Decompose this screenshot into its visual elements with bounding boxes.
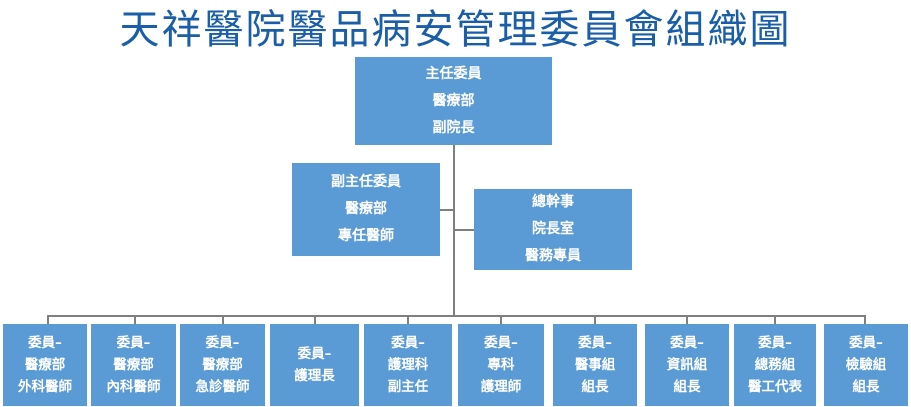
chair-department: 醫療部: [432, 92, 475, 109]
connector-member-drop: [594, 315, 596, 325]
connector-member-drop: [407, 315, 409, 325]
chair-role: 主任委員: [425, 65, 482, 82]
connector-member-drop: [500, 315, 502, 325]
member-box-surgeon: 委員– 醫療部 外科醫師: [3, 324, 87, 406]
vice-chair-role: 副主任委員: [331, 174, 401, 190]
connector-member-drop: [774, 315, 776, 325]
chair-title: 副院長: [432, 119, 475, 136]
member-department: 醫療部: [24, 357, 66, 373]
member-department: 醫事組: [574, 357, 616, 373]
secretary-title: 醫務專員: [525, 248, 581, 264]
member-title: 護理長: [294, 368, 335, 384]
member-box-general-affairs: 委員– 總務組 醫工代表: [734, 324, 816, 406]
member-department: 醫療部: [202, 357, 243, 373]
member-box-emergency: 委員– 醫療部 急診醫師: [180, 324, 265, 406]
member-department: 資訊組: [666, 357, 708, 373]
member-box-information: 委員– 資訊組 組長: [645, 324, 729, 406]
member-role: 委員–: [578, 335, 612, 351]
member-role: 委員–: [391, 335, 425, 351]
member-title: 外科醫師: [18, 379, 72, 395]
member-title: 醫工代表: [748, 379, 802, 395]
connector-members-bus: [47, 315, 865, 317]
member-box-medical-affairs: 委員– 醫事組 組長: [553, 324, 637, 406]
member-box-nurse-practitioner: 委員– 專科 護理師: [458, 324, 544, 406]
page-title: 天祥醫院醫品病安管理委員會組織圖: [119, 7, 792, 53]
member-role: 委員–: [849, 335, 883, 351]
member-box-laboratory: 委員– 檢驗組 組長: [824, 324, 908, 406]
member-title: 組長: [673, 379, 701, 395]
member-department: 總務組: [754, 357, 796, 373]
member-role: 委員–: [297, 346, 332, 362]
connector-member-drop: [686, 315, 688, 325]
member-department: 專科: [487, 357, 515, 373]
member-role: 委員–: [484, 335, 518, 351]
secretary-department: 院長室: [532, 221, 574, 237]
connector-vice-chair: [440, 209, 454, 211]
member-title: 組長: [581, 379, 609, 395]
connector-member-drop: [864, 315, 866, 325]
member-role: 委員–: [758, 335, 792, 351]
connector-member-drop: [314, 315, 316, 325]
vice-chair-box: 副主任委員 醫療部 專任醫師: [292, 163, 440, 256]
secretary-box: 總幹事 院長室 醫務專員: [474, 189, 632, 270]
member-title: 急診醫師: [195, 379, 250, 395]
member-box-internist: 委員– 醫療部 內科醫師: [91, 324, 176, 406]
member-box-nursing-deputy: 委員– 護理科 副主任: [364, 324, 452, 406]
member-role: 委員–: [670, 335, 704, 351]
member-department: 醫療部: [113, 357, 154, 373]
chair-box: 主任委員 醫療部 副院長: [355, 57, 552, 145]
member-title: 內科醫師: [106, 379, 161, 395]
vice-chair-department: 醫療部: [345, 201, 387, 217]
connector-member-drop: [134, 315, 136, 325]
member-role: 委員–: [28, 335, 62, 351]
member-title: 護理師: [480, 379, 522, 395]
member-role: 委員–: [116, 335, 151, 351]
secretary-role: 總幹事: [532, 194, 574, 210]
member-title: 組長: [852, 379, 880, 395]
member-role: 委員–: [205, 335, 240, 351]
member-department: 檢驗組: [845, 357, 887, 373]
connector-member-drop: [47, 315, 49, 325]
vice-chair-title: 專任醫師: [338, 228, 394, 244]
connector-secretary: [454, 229, 474, 231]
member-department: 護理科: [387, 357, 429, 373]
member-box-head-nurse: 委員– 護理長: [270, 324, 359, 406]
connector-member-drop: [222, 315, 224, 325]
member-title: 副主任: [387, 379, 429, 395]
